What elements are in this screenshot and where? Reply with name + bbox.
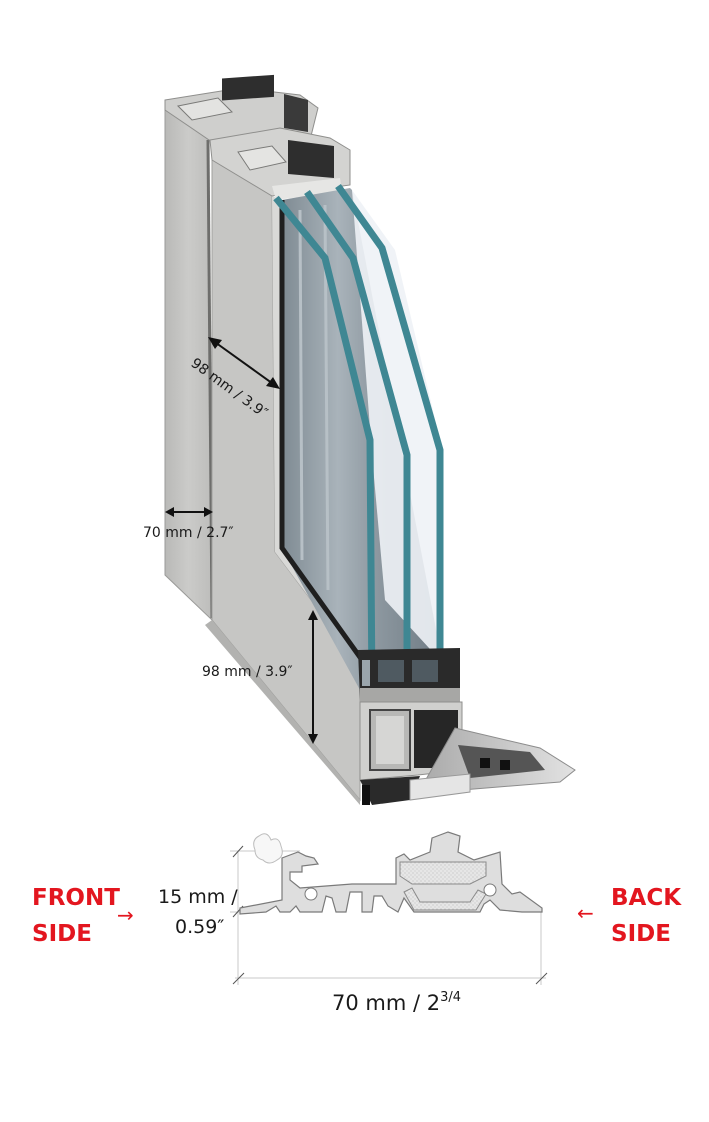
overall-width-value: 70 mm / 2 xyxy=(332,991,440,1015)
dimension-label-threshold-height-line1: 15 mm / xyxy=(158,886,238,908)
triple-glazing-panes xyxy=(273,183,444,691)
thermal-break-insert xyxy=(399,861,487,885)
frame-groove-line xyxy=(206,139,214,619)
arrowhead-icon xyxy=(208,337,222,349)
back-side-label: BACK SIDE ← xyxy=(577,885,682,947)
front-side-line2: SIDE xyxy=(32,921,92,947)
profile-outline xyxy=(239,831,543,915)
arrowhead-icon xyxy=(266,377,280,389)
thermal-break-insert xyxy=(403,887,487,911)
tick-mark xyxy=(232,972,245,985)
back-side-line2: SIDE xyxy=(611,921,671,947)
left-arrow-icon: ← xyxy=(577,901,594,925)
front-side-label: FRONT SIDE → xyxy=(32,885,134,947)
dimension-label-threshold-height-line2: 0.59″ xyxy=(175,916,224,938)
overall-width-fraction: 3/4 xyxy=(440,990,461,1005)
glazing-gasket xyxy=(279,200,365,662)
tick-mark xyxy=(535,972,548,985)
arrowhead-icon xyxy=(165,507,174,517)
dimension-arrow-line xyxy=(211,339,277,387)
sash-bottom-rail-face xyxy=(205,620,360,805)
dimension-bottom-rail-height: 98 mm / 3.9″ xyxy=(202,610,318,744)
threshold-profile xyxy=(409,727,576,801)
front-side-line1: FRONT xyxy=(32,885,120,911)
right-arrow-icon: → xyxy=(117,903,134,927)
dimension-label-overall-width: 70 mm / 23/4 xyxy=(332,990,461,1015)
arrowhead-icon xyxy=(308,610,318,620)
gasket-outline xyxy=(253,833,283,864)
screw-channel xyxy=(483,883,497,897)
back-side-line1: BACK xyxy=(611,885,682,911)
dimension-label-bottom-rail: 98 mm / 3.9″ xyxy=(202,664,293,680)
sash-top-section xyxy=(209,127,351,200)
glass-pane-1 xyxy=(273,195,376,691)
spacer-bar xyxy=(298,209,304,561)
dimension-label-frame-width: 70 mm / 2.7″ xyxy=(143,525,234,541)
threshold-cross-section: 70 mm / 23/4 15 mm / 0.59″ xyxy=(158,831,548,1015)
arrowhead-icon xyxy=(204,507,213,517)
dimension-frame-width: 70 mm / 2.7″ xyxy=(143,507,234,541)
glass-pane-3 xyxy=(335,183,444,690)
screw-channel xyxy=(304,887,318,901)
tick-mark xyxy=(232,845,244,858)
glass-pane-2 xyxy=(304,189,411,690)
door-frame-3d-model xyxy=(164,74,576,805)
arrowhead-icon xyxy=(308,734,318,744)
